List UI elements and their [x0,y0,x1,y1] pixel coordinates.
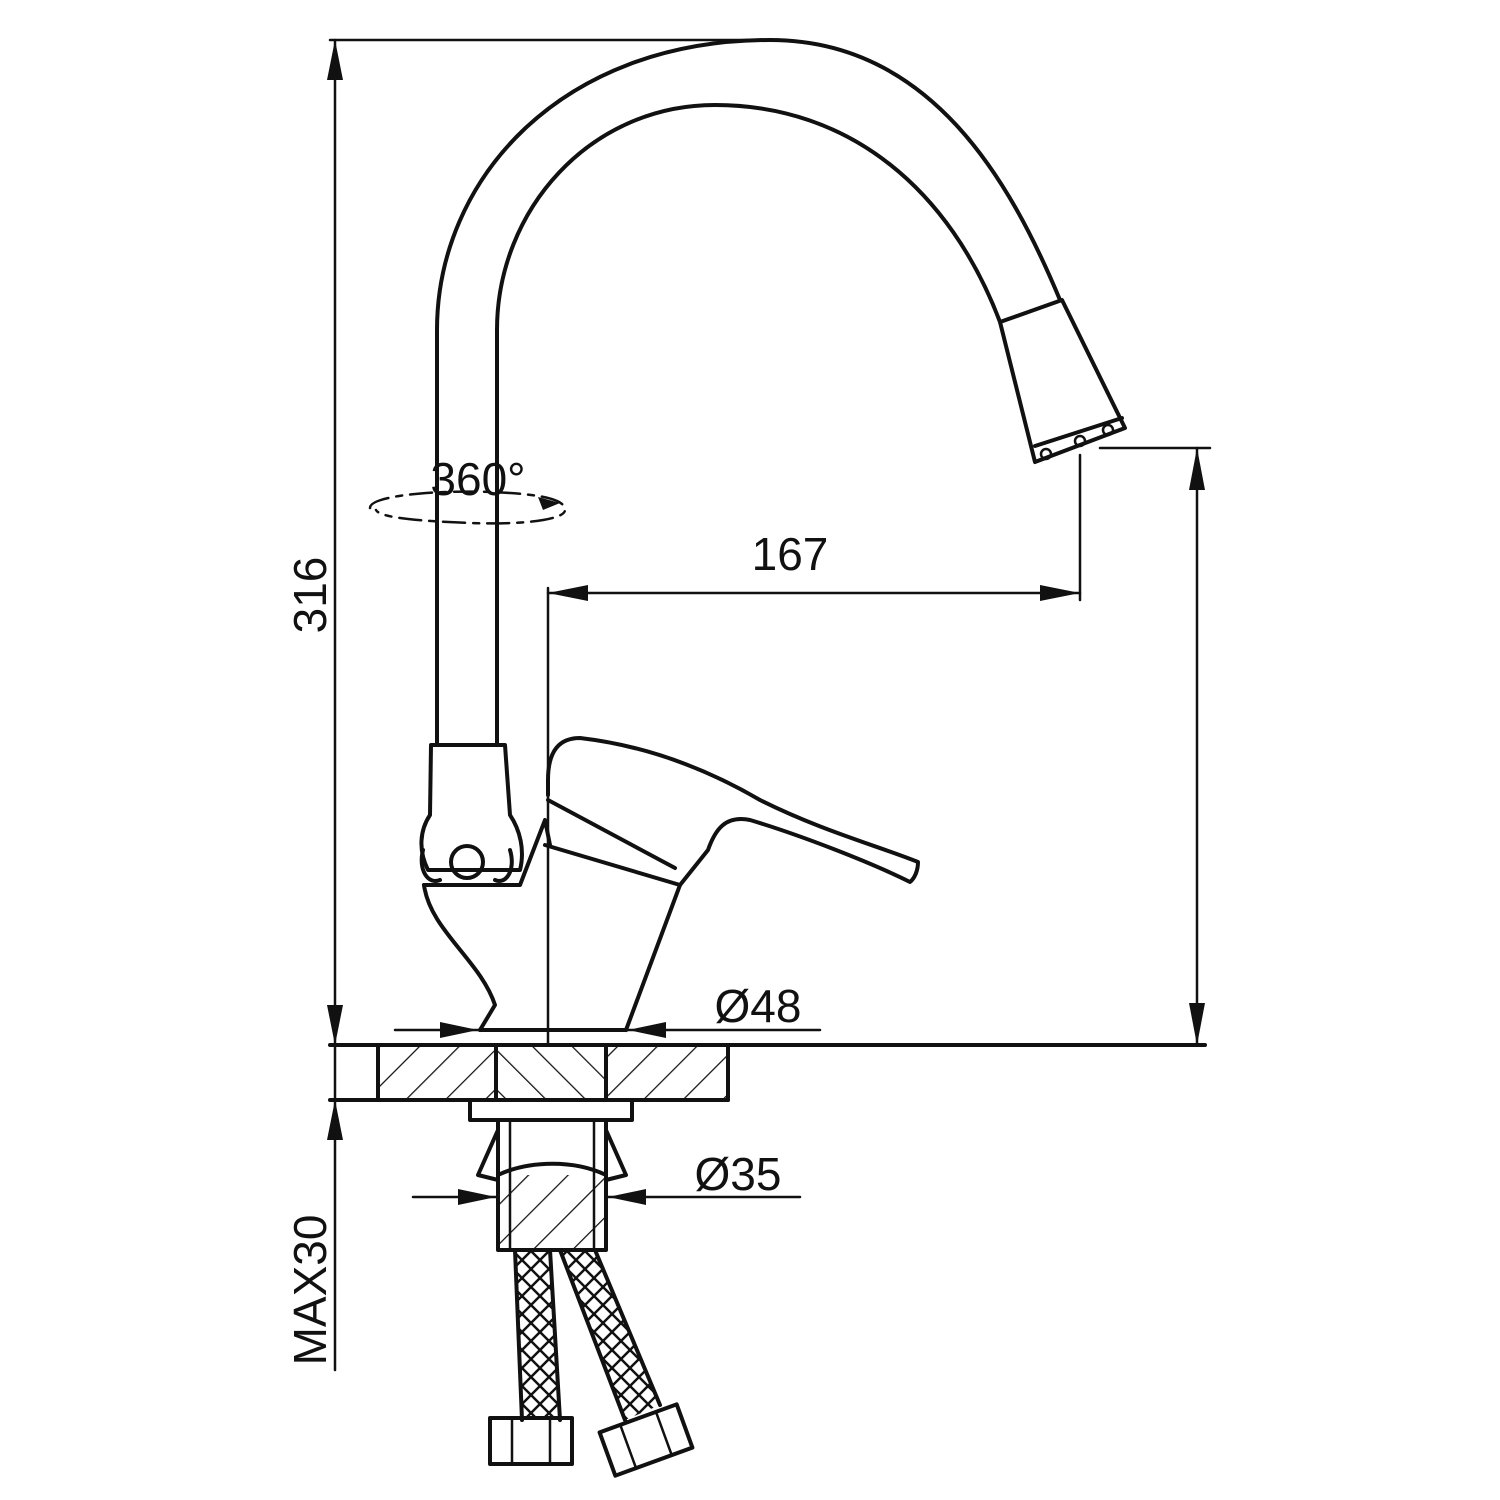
dim-outlet-height [1098,446,1212,1047]
spout-collar [419,743,524,872]
dim-outlet-arrow-bottom [1189,1003,1205,1045]
aerator [998,298,1127,464]
dim-max30-arrow [327,1100,343,1140]
hatch-center [496,1045,606,1100]
faucet-body [419,743,682,1032]
hatch-left [378,1045,496,1100]
dim-outlet-arrow-top [1189,448,1205,490]
aerator-hole-2 [1073,434,1087,448]
aerator-hole-3 [1101,423,1115,437]
dim-167-label: 167 [752,528,829,580]
hatch-right-frame [604,1043,730,1102]
dim-max30-label: MAX30 [284,1215,336,1366]
shank-assembly [468,1098,634,1252]
rotation-label: 360° [430,453,525,505]
hose-right-nut-body [597,1402,695,1478]
dim-rotation: 360° [368,453,567,525]
washer [468,1098,634,1122]
dim-35-label: Ø35 [695,1148,782,1200]
dim-316-arrow-top [327,40,343,80]
dim-48-label: Ø48 [715,980,802,1032]
dim-spout-reach: 167 [546,453,1082,1047]
lever-lower-edge [546,798,677,870]
lever-outline [543,736,920,887]
aerator-tip [1033,416,1124,448]
dim-316-arrow-bottom [327,1005,343,1045]
countertop-section [328,1043,1207,1102]
shank-hatch [498,1175,606,1250]
hatch-right [606,1045,728,1100]
hose-right-nut-facet-1 [619,1423,638,1470]
dim-35-arrow-left [458,1189,496,1205]
dim-overall-height: 316 [284,38,772,1047]
rotation-arrow [538,497,560,510]
dim-35-arrow-right [608,1189,646,1205]
hose-right-outline [558,1248,662,1422]
supply-hoses [488,1248,695,1478]
lever-handle [543,736,920,887]
collar-bolt-right [493,848,514,883]
hose-right-braid [560,1250,660,1420]
hose-right-nut [597,1402,695,1478]
dim-167-arrow-right [1040,585,1080,601]
spout-inner-edge [495,103,1002,747]
rotation-ellipse [368,490,567,525]
dim-max-thickness: MAX30 [284,1043,343,1372]
body-left-profile [422,883,497,1032]
body-right-profile [624,883,682,1032]
nut-right-wing [604,1128,628,1182]
body-top [422,818,552,887]
dim-167-arrow-left [548,585,588,601]
collar-bolt-left [419,848,442,883]
collar-bolt-center [449,844,485,880]
dim-shank-diameter: Ø35 [411,1148,802,1205]
hose-left-braid [515,1250,560,1420]
hose-left-nut [488,1416,574,1466]
spout-outer-edge [435,38,1062,747]
spout [435,38,1127,747]
dim-48-arrow-right [628,1022,666,1038]
dim-316-label: 316 [284,557,336,634]
hose-right-nut-facet-2 [654,1410,673,1457]
aerator-hole-1 [1039,447,1053,461]
hose-left-outline [513,1248,562,1422]
dim-base-diameter: Ø48 [393,980,822,1038]
nut-left-wing [476,1128,500,1182]
dim-48-arrow-left [440,1022,478,1038]
nut-curve [496,1161,608,1177]
